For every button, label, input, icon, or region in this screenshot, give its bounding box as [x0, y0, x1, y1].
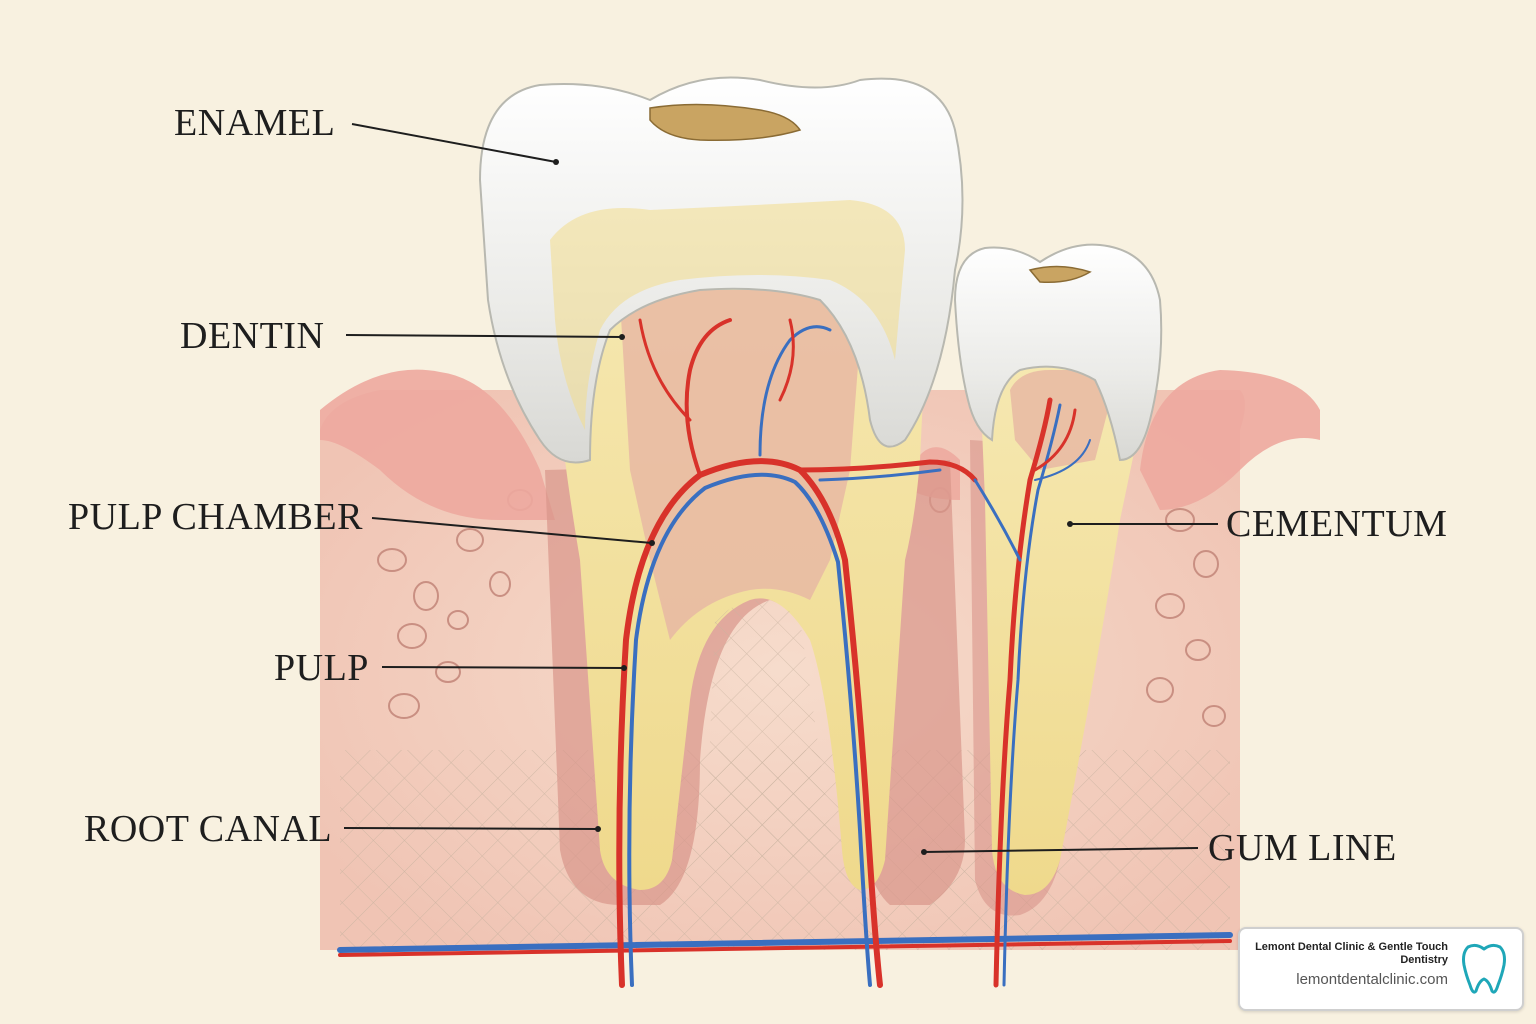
gum-line-leader-line — [923, 847, 1199, 853]
clinic-name: Lemont Dental Clinic & Gentle Touch Dent… — [1255, 941, 1448, 966]
label-enamel: ENAMEL — [174, 102, 336, 144]
blood-vessels — [337, 318, 1233, 988]
label-pulp: PULP — [274, 647, 369, 689]
clinic-url[interactable]: lemontdentalclinic.com — [1296, 971, 1448, 988]
leader-dots — [553, 159, 1073, 855]
dentin-leader-line — [345, 334, 623, 338]
clinic-badge[interactable]: Lemont Dental Clinic & Gentle Touch Dent… — [1238, 927, 1524, 1011]
pulp-chamber-leader-line — [371, 517, 653, 544]
enamel-leader-line — [351, 123, 557, 163]
pulp-leader-line — [381, 666, 625, 669]
label-pulp-chamber: PULP CHAMBER — [68, 496, 363, 538]
label-cementum: CEMENTUM — [1226, 503, 1448, 545]
label-root-canal: ROOT CANAL — [84, 808, 333, 850]
tooth-icon — [1462, 943, 1506, 994]
leader-lines — [343, 123, 1218, 853]
label-gum-line: GUM LINE — [1208, 827, 1397, 869]
root-canal-leader-line — [343, 827, 599, 830]
label-dentin: DENTIN — [180, 315, 325, 357]
